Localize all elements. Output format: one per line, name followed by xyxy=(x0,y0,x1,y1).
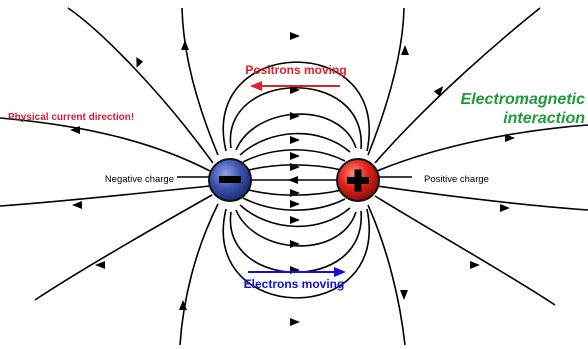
arrow xyxy=(181,40,189,50)
arrow xyxy=(290,112,300,120)
field-line xyxy=(0,117,211,172)
positive-charge xyxy=(336,158,380,202)
field-line xyxy=(242,149,346,163)
arrow xyxy=(95,261,105,269)
arrow xyxy=(290,136,300,144)
physical-current-label: Physical current direction! xyxy=(8,112,134,123)
negative-charge-label: Negative charge xyxy=(105,174,174,185)
arrow xyxy=(288,176,298,184)
field-line xyxy=(367,204,406,346)
field-line xyxy=(376,124,588,172)
field-line xyxy=(374,195,556,306)
field-line xyxy=(222,208,370,299)
field-line xyxy=(239,132,351,156)
field-line xyxy=(242,197,346,211)
arrow xyxy=(290,189,300,197)
em-interaction-line1: Electromagnetic xyxy=(461,91,586,108)
field-line xyxy=(374,7,541,164)
field-line xyxy=(67,7,214,164)
arrow xyxy=(290,152,300,160)
arrow xyxy=(400,290,408,300)
minus-icon xyxy=(219,176,241,183)
field-arrows xyxy=(70,32,515,326)
arrow xyxy=(70,126,80,134)
field-line xyxy=(235,209,357,247)
arrow xyxy=(290,86,300,94)
positive-charge-label: Positive charge xyxy=(424,174,489,185)
field-line xyxy=(376,185,588,211)
field-line xyxy=(34,194,213,301)
arrow xyxy=(470,261,480,269)
field-line xyxy=(367,7,405,156)
arrow xyxy=(290,200,300,208)
arrow xyxy=(500,204,510,212)
positrons-label: Positrons moving xyxy=(245,63,346,77)
arrow xyxy=(290,216,300,224)
arrow xyxy=(72,201,82,209)
field-line xyxy=(222,61,370,152)
positron-arrow xyxy=(250,81,340,91)
arrow xyxy=(179,300,187,310)
arrow xyxy=(290,163,300,171)
electron-arrow xyxy=(248,267,346,277)
field-line xyxy=(229,86,362,150)
em-interaction-line2: interaction xyxy=(503,110,585,127)
field-line xyxy=(179,203,219,346)
field-line xyxy=(0,185,211,207)
arrow xyxy=(401,45,409,55)
arrow xyxy=(290,240,300,248)
field-line xyxy=(181,7,219,156)
field-line xyxy=(239,204,351,228)
arrow xyxy=(290,32,300,40)
negative-charge xyxy=(208,158,252,202)
electrons-label: Electrons moving xyxy=(244,277,345,291)
arrow xyxy=(433,86,444,97)
arrow xyxy=(290,318,300,326)
field-line xyxy=(235,113,357,151)
field-lines xyxy=(0,7,588,346)
arrow xyxy=(136,56,144,68)
arrow xyxy=(505,134,515,142)
